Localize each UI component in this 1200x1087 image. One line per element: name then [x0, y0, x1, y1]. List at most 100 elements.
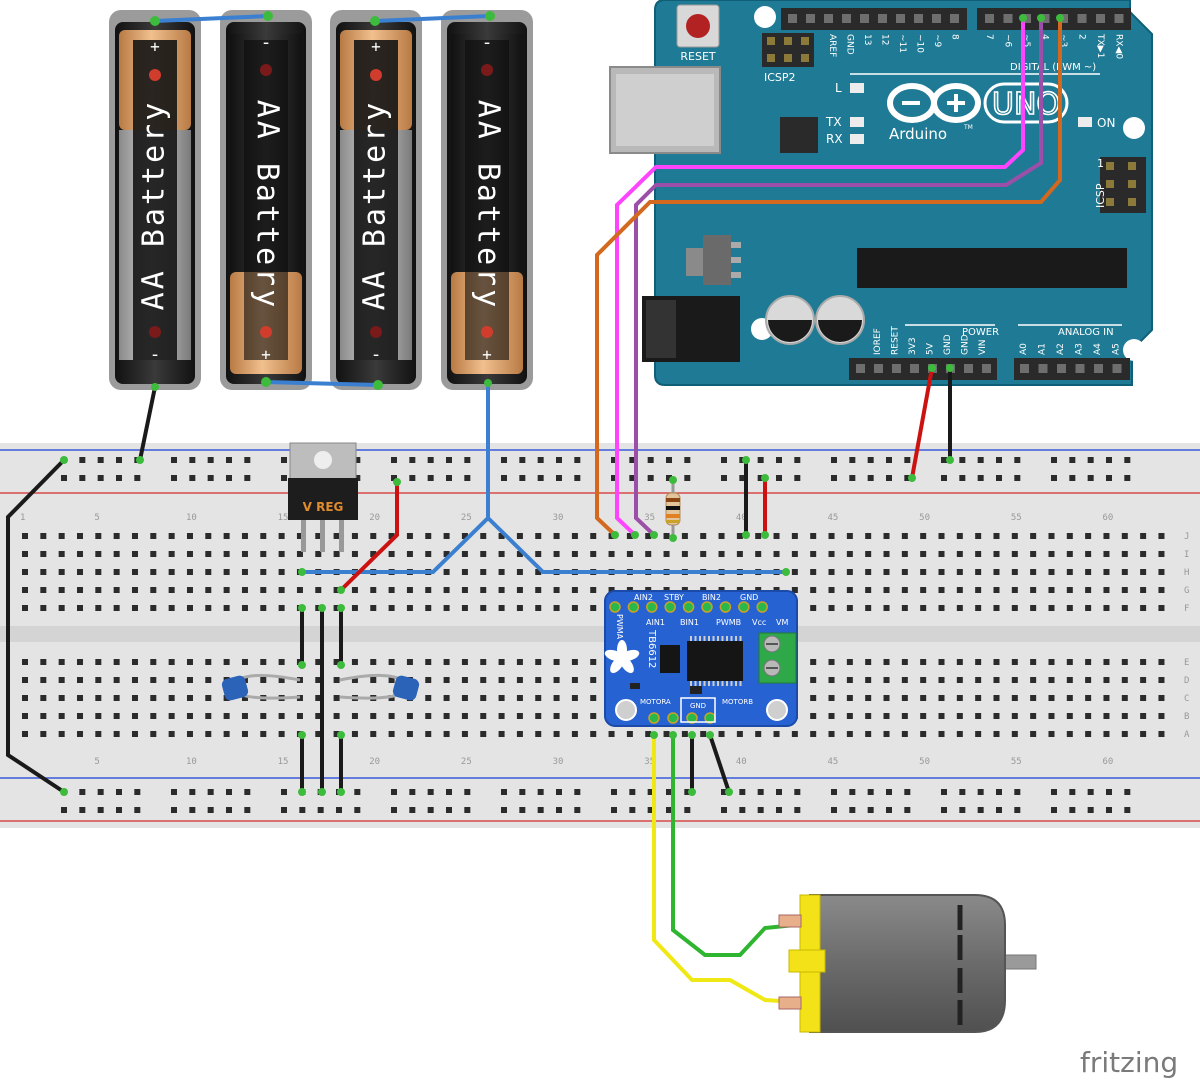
breadboard-hole — [1158, 695, 1165, 701]
breadboard-hole — [773, 533, 780, 539]
breadboard-hole — [223, 587, 230, 593]
breadboard-hole — [40, 677, 47, 683]
rail-hole — [391, 475, 397, 481]
breadboard-hole — [1048, 677, 1055, 683]
breadboard-hole — [113, 605, 120, 611]
wire-endpoint — [337, 788, 345, 796]
breadboard-hole — [846, 659, 853, 665]
breadboard-hole — [498, 605, 505, 611]
breadboard-hole — [883, 533, 890, 539]
driver-pin-label-mid: Vcc — [752, 618, 766, 627]
breadboard-hole — [1158, 551, 1165, 557]
rail-hole — [225, 457, 232, 463]
breadboard-hole — [425, 533, 432, 539]
digital-label: DIGITAL (PWM ~) — [1010, 62, 1096, 73]
driver-pin-label-top: AIN2 — [634, 593, 653, 602]
breadboard-hole — [241, 587, 248, 593]
rail-hole — [959, 457, 966, 463]
breadboard-hole — [553, 731, 560, 737]
led-l-label: L — [835, 81, 842, 95]
breadboard-hole — [773, 731, 780, 737]
breadboard-hole — [901, 605, 908, 611]
breadboard-hole — [590, 533, 597, 539]
breadboard-hole — [1048, 695, 1055, 701]
breadboard-hole — [571, 605, 578, 611]
rail-hole — [794, 475, 801, 481]
breadboard-hole — [425, 551, 432, 557]
breadboard-hole — [95, 569, 102, 575]
analog-pin-label: A3 — [1075, 343, 1085, 355]
arduino-tm: TM — [963, 124, 973, 131]
breadboard-hole — [406, 551, 413, 557]
row-letter: C — [1184, 694, 1189, 704]
capacitor — [815, 295, 865, 345]
breadboard-hole — [260, 731, 267, 737]
breadboard-hole — [553, 587, 560, 593]
breadboard-hole — [571, 587, 578, 593]
driver-pin — [664, 601, 676, 613]
driver-ic — [687, 641, 743, 681]
breadboard-hole — [480, 569, 487, 575]
breadboard-hole — [22, 551, 28, 557]
breadboard-hole — [113, 551, 120, 557]
rail-hole — [647, 789, 654, 795]
voltage-regulator: V REG — [288, 442, 358, 552]
breadboard-hole — [883, 605, 890, 611]
breadboard-hole — [1048, 605, 1055, 611]
breadboard-hole — [40, 605, 47, 611]
power-pin-label: GND — [943, 334, 953, 355]
breadboard-hole — [901, 551, 908, 557]
rail-hole — [97, 475, 104, 481]
driver-pin — [648, 712, 660, 724]
header-pin — [1075, 364, 1085, 373]
rail-hole — [775, 807, 782, 813]
breadboard-hole — [333, 551, 340, 557]
rail-hole — [519, 475, 526, 481]
battery-label: AA Battery — [471, 100, 506, 311]
breadboard-hole — [296, 713, 303, 719]
breadboard-hole — [443, 659, 450, 665]
breadboard-hole — [1066, 713, 1073, 719]
breadboard-hole — [1048, 569, 1055, 575]
breadboard-hole — [406, 713, 413, 719]
breadboard-hole — [1085, 569, 1092, 575]
breadboard-hole — [1140, 731, 1147, 737]
rail-hole — [867, 457, 874, 463]
breadboard-hole — [883, 569, 890, 575]
breadboard-hole — [205, 677, 212, 683]
rail-hole — [739, 789, 746, 795]
rail-hole — [79, 789, 86, 795]
motora-label: MOTORA — [640, 698, 671, 706]
driver-pin — [719, 601, 732, 613]
ceramic-capacitor — [339, 673, 420, 701]
rail-hole — [1124, 475, 1131, 481]
rail-hole — [171, 807, 177, 813]
breadboard-hole — [956, 587, 963, 593]
header-pin — [910, 364, 919, 373]
breadboard-hole — [22, 533, 28, 539]
rail-hole — [721, 475, 727, 481]
breadboard-hole — [370, 533, 377, 539]
arduino-logo-text: Arduino — [889, 125, 947, 143]
rail-hole — [1087, 789, 1094, 795]
header-pin — [1096, 14, 1105, 23]
breadboard-hole — [205, 659, 212, 665]
breadboard-hole — [1085, 677, 1092, 683]
breadboard-hole — [1121, 533, 1128, 539]
breadboard-hole — [608, 587, 615, 593]
breadboard-hole — [901, 731, 908, 737]
breadboard-hole — [498, 713, 505, 719]
breadboard-hole — [1066, 659, 1073, 665]
breadboard-hole — [278, 551, 285, 557]
breadboard-hole — [425, 659, 432, 665]
breadboard-hole — [76, 533, 83, 539]
reset-button-cap[interactable] — [686, 14, 710, 38]
breadboard-hole — [755, 533, 762, 539]
breadboard-hole — [681, 533, 688, 539]
header-pin — [1094, 364, 1103, 373]
resistor — [665, 480, 681, 538]
row-letter: J — [1184, 532, 1189, 542]
breadboard-hole — [168, 713, 175, 719]
